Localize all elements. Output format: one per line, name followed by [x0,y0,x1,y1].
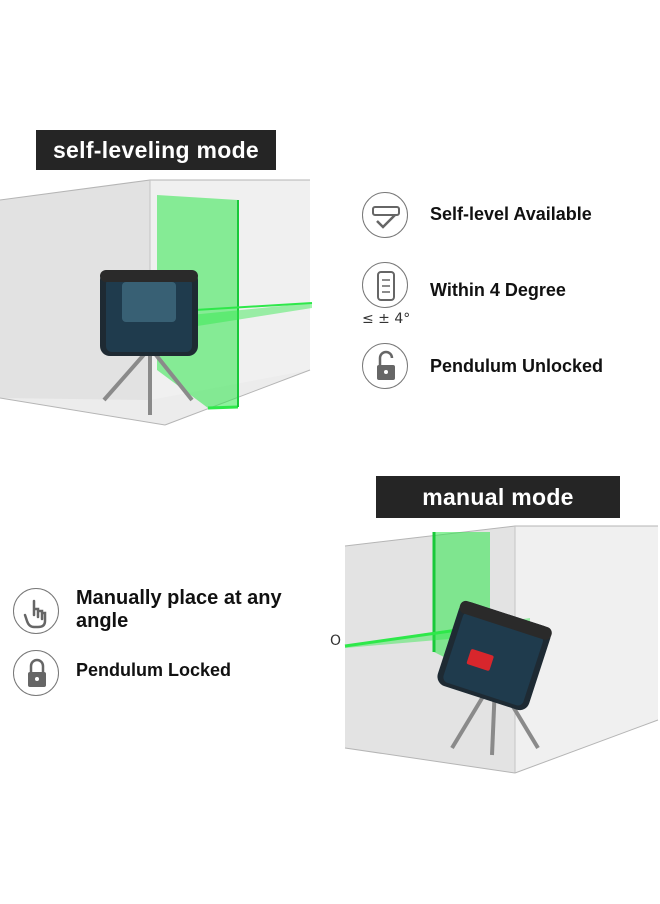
self-leveling-mode-banner: self-leveling mode [36,130,276,170]
pendulum-locked-label: Pendulum Locked [76,660,232,680]
locked-padlock-icon [13,650,59,696]
pendulum-unlocked-label: Pendulum Unlocked [430,356,604,376]
side-mark: O [330,633,342,649]
within-4-degree-label: Within 4 Degree [430,280,566,300]
unlocked-padlock-icon [362,343,408,389]
self-level-icon [362,192,408,238]
hand-pointer-icon [13,588,59,634]
manual-mode-banner: manual mode [376,476,620,518]
manual-mode-scene [344,525,659,774]
self-leveling-scene [0,179,313,426]
manually-place-label: Manually place at any angle [76,587,282,632]
self-level-available-label: Self-level Available [430,204,592,224]
tilt-icon [362,262,408,308]
tilt-range-label: ≤ ± 4° [362,311,411,327]
